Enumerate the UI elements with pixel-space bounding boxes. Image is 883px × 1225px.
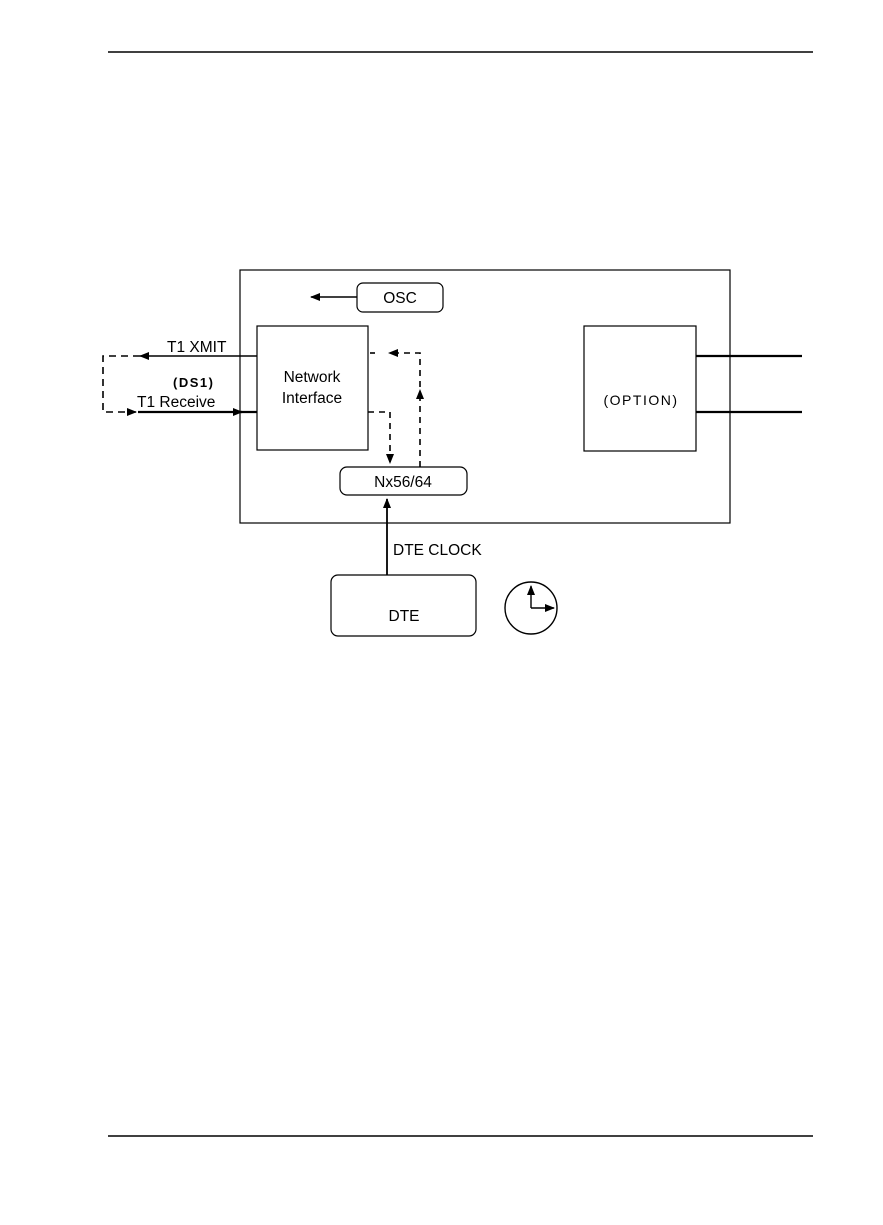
ni-top-dashed-path	[389, 353, 420, 398]
dte-label: DTE	[389, 608, 420, 625]
ni-to-nx-dashed-path	[368, 412, 390, 463]
network-interface-label-line2: Interface	[282, 390, 342, 407]
t1-xmit-label: T1 XMIT	[167, 339, 227, 356]
osc-label: OSC	[383, 290, 417, 307]
t1-receive-label: T1 Receive	[137, 394, 215, 411]
dte-box	[331, 575, 476, 636]
option-label: (OPTION)	[604, 392, 679, 408]
dte-clock-label: DTE CLOCK	[393, 542, 482, 559]
clock-icon	[505, 582, 557, 634]
network-interface-box	[257, 326, 368, 450]
option-box	[584, 326, 696, 451]
network-interface-label-line1: Network	[284, 369, 341, 386]
loopback-dashed-path	[103, 356, 140, 412]
ds1-label: (DS1)	[173, 375, 214, 390]
nx56-64-label: Nx56/64	[374, 474, 432, 491]
